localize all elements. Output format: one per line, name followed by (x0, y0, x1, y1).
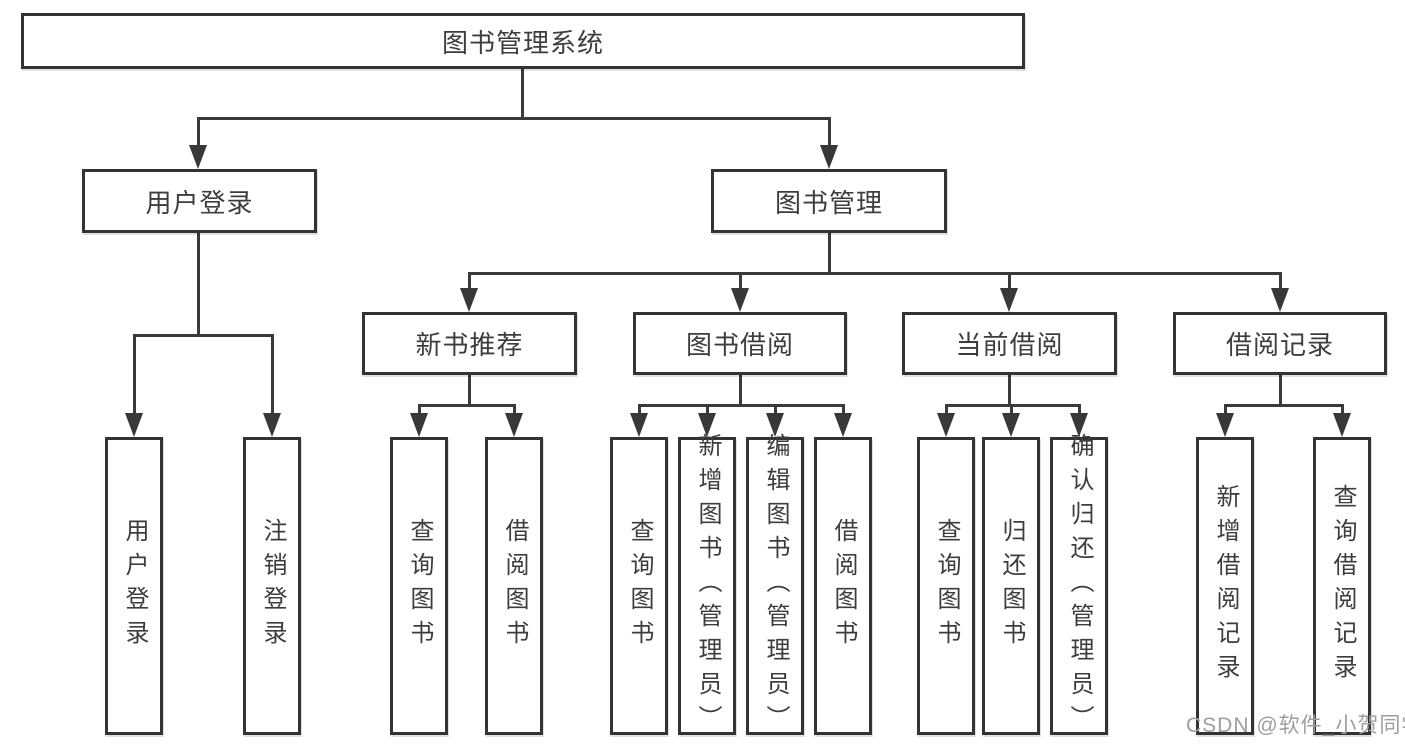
arrow-down-icon (410, 413, 428, 437)
connector-drop (945, 404, 948, 416)
connector-drop (271, 334, 274, 415)
connector-drop (513, 404, 516, 416)
connector-group-stub (739, 375, 742, 406)
connector-drop-book-mgmt (828, 117, 831, 147)
connector-drop (1078, 404, 1081, 416)
arrow-down-icon (698, 413, 716, 437)
arrow-down-icon (189, 145, 207, 169)
leaf-label: 用户登录 (121, 518, 148, 654)
arrow-down-icon (937, 413, 955, 437)
connector-group-stub (468, 375, 471, 406)
arrow-down-icon (505, 413, 523, 437)
leaf-label: 新增图书（管理员） (694, 433, 721, 739)
arrow-down-icon (731, 288, 749, 312)
node-user-login: 用户登录 (82, 169, 317, 233)
leaf-add-borrow-record: 新增借阅记录 (1196, 437, 1254, 735)
connector-group-stub (1279, 375, 1282, 406)
node-book-mgmt-label: 图书管理 (774, 187, 883, 218)
connector-drop (638, 404, 641, 416)
node-user-login-label: 用户登录 (145, 187, 254, 218)
connector-drop (133, 334, 136, 415)
leaf-edit-book-admin: 编辑图书（管理员） (746, 433, 804, 739)
leaf-user-login: 用户登录 (105, 437, 163, 735)
connector-book-mgmt-stub (828, 233, 831, 274)
arrow-down-icon (820, 145, 838, 169)
node-book-mgmt: 图书管理 (711, 169, 947, 233)
arrow-down-icon (1070, 413, 1088, 437)
connector-group-branch (1224, 404, 1343, 407)
leaf-label: 确认归还（管理员） (1066, 433, 1093, 739)
connector-level2-branch (197, 117, 831, 120)
connector-drop (842, 404, 845, 416)
arrow-down-icon (1333, 413, 1351, 437)
connector-drop (774, 404, 777, 416)
leaf-label: 查询图书 (406, 518, 433, 654)
leaf-return-book: 归还图书 (982, 437, 1040, 735)
leaf-borrow-book-newbook: 借阅图书 (485, 437, 543, 735)
leaf-logout: 注销登录 (243, 437, 301, 735)
arrow-down-icon (1002, 413, 1020, 437)
connector-user-login-stub (197, 233, 200, 336)
leaf-query-borrow-record: 查询借阅记录 (1313, 437, 1371, 735)
connector-drop (1010, 404, 1013, 416)
connector-drop (1341, 404, 1344, 416)
connector-drop-user-login (197, 117, 200, 147)
leaf-query-book-newbook: 查询图书 (390, 437, 448, 735)
connector-drop (739, 272, 742, 290)
arrow-down-icon (263, 413, 281, 437)
leaf-confirm-return-admin: 确认归还（管理员） (1050, 433, 1108, 739)
connector-group-branch (418, 404, 516, 407)
leaf-label: 查询借阅记录 (1329, 484, 1356, 688)
leaf-label: 查询图书 (933, 518, 960, 654)
leaf-label: 查询图书 (626, 518, 653, 654)
connector-group-stub (1008, 375, 1011, 406)
leaf-label: 注销登录 (259, 518, 286, 654)
node-new-book-recommend-label: 新书推荐 (415, 330, 524, 360)
connector-root-stub (521, 69, 524, 119)
leaf-borrow-book: 借阅图书 (814, 437, 872, 735)
node-borrow-record: 借阅记录 (1173, 312, 1387, 375)
node-root-label: 图书管理系统 (441, 27, 604, 58)
leaf-label: 归还图书 (998, 518, 1025, 654)
leaf-add-book-admin: 新增图书（管理员） (678, 433, 736, 739)
leaf-label: 新增借阅记录 (1212, 484, 1239, 688)
leaf-label: 借阅图书 (830, 518, 857, 654)
arrow-down-icon (125, 413, 143, 437)
arrow-down-icon (1271, 288, 1289, 312)
arrow-down-icon (834, 413, 852, 437)
node-book-borrow: 图书借阅 (633, 312, 847, 375)
connector-drop (706, 404, 709, 416)
arrow-down-icon (766, 413, 784, 437)
connector-user-login-branch (133, 334, 274, 337)
leaf-label: 借阅图书 (501, 518, 528, 654)
node-root: 图书管理系统 (21, 13, 1025, 69)
connector-drop (1008, 272, 1011, 290)
leaf-query-book-current: 查询图书 (917, 437, 975, 735)
connector-drop (1279, 272, 1282, 290)
connector-group-branch (638, 404, 845, 407)
connector-drop (1224, 404, 1227, 416)
csdn-watermark: CSDN @软件_小贺同学 (1186, 714, 1405, 737)
connector-drop (418, 404, 421, 416)
node-current-borrow: 当前借阅 (902, 312, 1117, 375)
arrow-down-icon (1216, 413, 1234, 437)
node-borrow-record-label: 借阅记录 (1225, 330, 1334, 360)
connector-drop (468, 272, 471, 290)
connector-group-branch (945, 404, 1081, 407)
arrow-down-icon (1000, 288, 1018, 312)
leaf-label: 编辑图书（管理员） (762, 433, 789, 739)
leaf-query-book-borrow: 查询图书 (610, 437, 668, 735)
node-new-book-recommend: 新书推荐 (362, 312, 577, 375)
node-current-borrow-label: 当前借阅 (955, 330, 1064, 360)
arrow-down-icon (460, 288, 478, 312)
arrow-down-icon (630, 413, 648, 437)
node-book-borrow-label: 图书借阅 (685, 330, 794, 360)
connector-level3-branch (468, 272, 1282, 275)
